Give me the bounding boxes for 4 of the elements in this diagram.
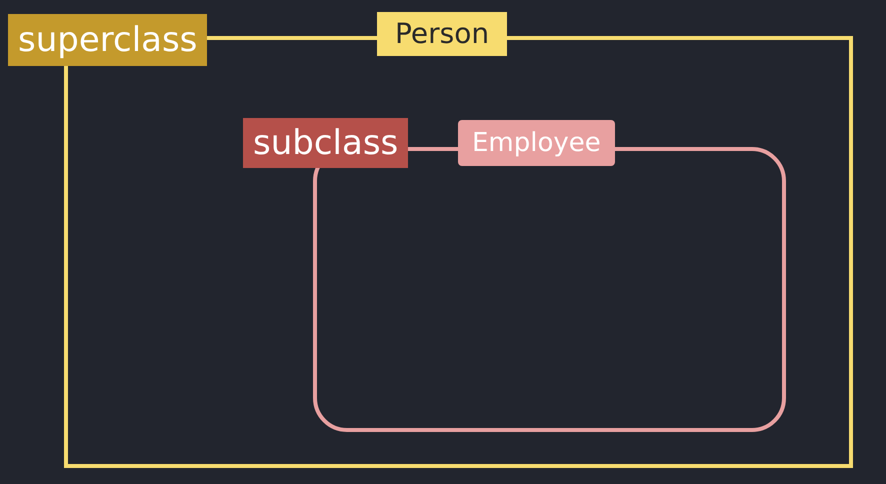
class-label: Employee (458, 120, 615, 166)
class-label: subclass (243, 118, 408, 168)
class-label: Person (377, 12, 508, 56)
class-label: superclass (8, 14, 208, 66)
